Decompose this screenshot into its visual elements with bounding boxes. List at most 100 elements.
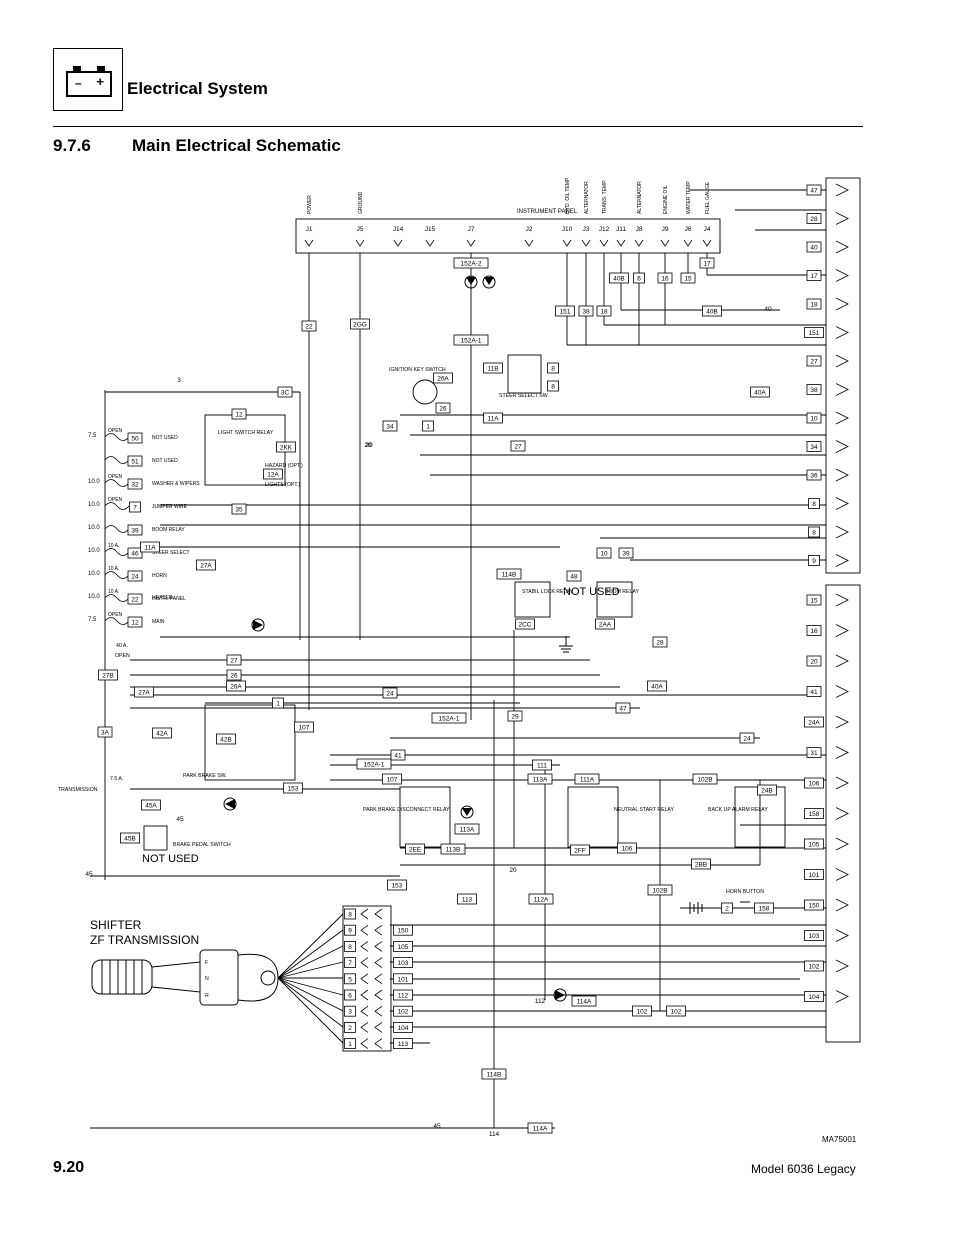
wire-label: 112 xyxy=(535,998,546,1005)
wire-label: 114B xyxy=(487,1072,502,1079)
connector-pin-icon xyxy=(835,715,849,729)
right-connector-wire: 16 xyxy=(810,628,818,635)
shifter-wire: 102 xyxy=(398,1009,409,1016)
wire-label: 8 xyxy=(551,384,555,391)
connector-pin-icon xyxy=(835,685,849,698)
wire-label: 45 xyxy=(85,871,93,878)
fuse-state: 10 A. xyxy=(108,589,119,595)
wire-label: 45B xyxy=(124,836,136,843)
wire-label: 40B xyxy=(706,309,718,316)
fuse-state: 10 A. xyxy=(108,566,119,572)
ignition-key-switch-symbol xyxy=(412,379,438,405)
wire-label: 114B xyxy=(502,572,517,579)
connector-function-label: WATER TEMP. xyxy=(686,181,692,214)
neutral-start-relay-label: NEUTRAL START RELAY xyxy=(614,807,674,813)
right-connector-wire: 38 xyxy=(810,387,818,394)
connector-pin-icon xyxy=(835,868,849,881)
horn-button-label: HORN BUTTON xyxy=(726,889,764,895)
wire-label: 8 xyxy=(551,366,555,373)
pin-arrow-icon xyxy=(360,924,369,936)
wire-label: 153 xyxy=(392,883,403,890)
wire-label: 26A xyxy=(230,684,242,691)
wire-label: 2FF xyxy=(574,848,586,855)
wire-label: 20 xyxy=(509,867,517,874)
connector-function-label: POWER xyxy=(307,195,313,214)
wire-label: 152A-1 xyxy=(461,338,482,345)
wire-label: 42B xyxy=(220,737,232,744)
right-connector-wire: 9 xyxy=(812,558,816,565)
connector-function-label: ALTERNATOR xyxy=(637,181,643,214)
connector-id: J9 xyxy=(662,226,669,233)
pin-arrow-icon xyxy=(374,1038,383,1049)
fuse-wire: 50 xyxy=(131,436,139,443)
wire-label: 107 xyxy=(387,777,398,784)
fuse-function: HORN xyxy=(152,573,167,579)
fuse-function: NOT USED xyxy=(152,435,178,441)
fuse-state: OPEN xyxy=(108,474,123,480)
wire-label: 45 xyxy=(433,1123,441,1130)
shifter-wire: 113 xyxy=(398,1041,409,1048)
wire-label: 27 xyxy=(514,444,522,451)
diode-icon xyxy=(466,277,476,285)
not-used-label-right: NOT USED xyxy=(563,586,620,598)
transmission-label: TRANSMISSION xyxy=(58,787,98,793)
fuse-wire: 32 xyxy=(131,482,139,489)
wire-label: 27A xyxy=(200,563,212,570)
wire-label: 107 xyxy=(299,725,310,732)
fuse-icon xyxy=(104,502,130,510)
connector-pin-icon xyxy=(835,183,849,197)
connector-function-label: ENGINE OIL xyxy=(663,185,669,214)
fuse-rating: 10.0 xyxy=(88,548,100,554)
connector-id: J11 xyxy=(616,226,626,233)
shifter-wire: 150 xyxy=(398,928,409,935)
pin-arrow-icon xyxy=(374,1005,383,1017)
pin-arrow-icon xyxy=(360,1022,369,1033)
connector-id: J1 xyxy=(306,226,313,233)
battery-icon-box: – + xyxy=(53,48,123,111)
wire-label: 40B xyxy=(613,276,625,283)
back-up-alarm-relay-label: BACK UP ALARM RELAY xyxy=(708,807,768,813)
connector-pin-icon xyxy=(835,468,849,482)
right-connector-wire: 36 xyxy=(810,473,818,480)
wire-label: 3 xyxy=(177,377,181,384)
diode-icon xyxy=(484,277,494,285)
hazard-label: HAZARD (OPT.) xyxy=(265,463,303,469)
fuse-wire: 7 xyxy=(133,505,137,512)
fuse-rating: 10.0 xyxy=(88,502,100,508)
wire-label: 26 xyxy=(230,673,238,680)
wire-label: 42A xyxy=(156,731,168,738)
wire-label: 39 xyxy=(622,551,630,558)
wire-label: 113 xyxy=(462,897,473,904)
instrument-panel-box xyxy=(295,218,721,254)
wire-label: 111A xyxy=(580,777,595,784)
shifter-f-label: F xyxy=(205,960,208,966)
right-connector-wire: 105 xyxy=(809,842,820,849)
shifter-pin: 6 xyxy=(348,993,352,1000)
connector-pin-icon xyxy=(835,807,849,820)
fuse-wire: 46 xyxy=(131,551,139,558)
fuse-function: INSTR. PANEL xyxy=(152,596,186,602)
connector-pin-icon xyxy=(835,497,849,510)
shifter-pin: 5 xyxy=(348,976,352,983)
wire-label: 24 xyxy=(743,736,751,743)
wire-label: 113A xyxy=(460,827,475,834)
wire-label: 12A xyxy=(267,472,279,479)
wire-label: 41 xyxy=(394,753,402,760)
wire-label: 106 xyxy=(622,846,633,853)
wire-label: 2EE xyxy=(409,847,422,854)
pin-arrow-icon xyxy=(374,973,383,985)
brake-pedal-switch-box xyxy=(143,825,168,851)
wire-label: 2AA xyxy=(599,622,612,629)
connector-function-label: GROUND xyxy=(358,191,364,214)
right-connector-wire: 158 xyxy=(809,811,820,818)
open-label: OPEN xyxy=(115,653,130,659)
heater-label: HEATER xyxy=(152,595,173,601)
connector-id: J7 xyxy=(468,226,475,233)
connector-function-label: HYD. OIL TEMP. xyxy=(565,177,571,214)
connector-pin-icon xyxy=(835,898,849,912)
fuse-icon xyxy=(104,617,130,625)
wire-label: 113B xyxy=(446,847,461,854)
